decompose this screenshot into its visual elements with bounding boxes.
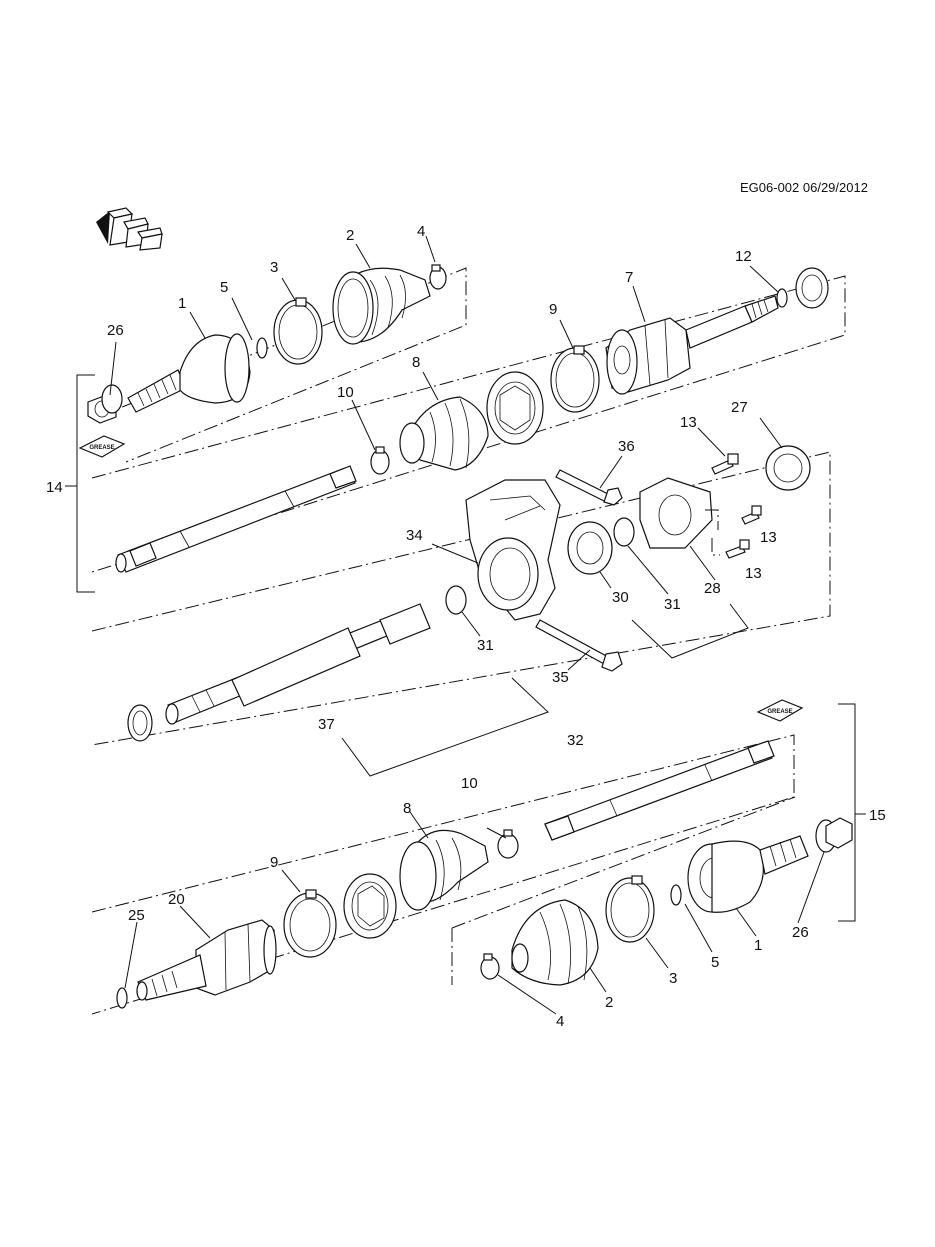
callout-35: 35: [552, 669, 569, 686]
bolt-36: [555, 469, 623, 506]
grease-label-lower: GREASE: [767, 709, 792, 715]
snap-ring-12: [776, 288, 788, 308]
callout-34: 34: [406, 527, 423, 544]
bracket-14: [65, 374, 95, 593]
outer-cv-joint-lower: [687, 835, 809, 913]
callout-8-upper: 8: [412, 354, 420, 371]
callout-2-upper: 2: [346, 227, 354, 244]
callout-15: 15: [869, 807, 886, 824]
boot-2-upper: [332, 267, 431, 345]
grease-icon-upper: GREASE: [78, 435, 126, 458]
tripod-housing-7: [605, 295, 779, 395]
callout-7: 7: [625, 269, 633, 286]
boot-8-upper: [399, 396, 489, 471]
callout-13-top: 13: [680, 414, 697, 431]
callout-28: 28: [704, 580, 721, 597]
callout-31-right: 31: [664, 596, 681, 613]
snap-ring-31-upper: [613, 517, 635, 547]
callout-10-lower: 10: [461, 775, 478, 792]
callout-27: 27: [731, 399, 748, 416]
callout-8-lower: 8: [403, 800, 411, 817]
callout-32: 32: [567, 732, 584, 749]
document-id: EG06-002 06/29/2012: [740, 180, 868, 195]
bearing-cap-28: [639, 477, 713, 549]
callout-26-upper: 26: [107, 322, 124, 339]
callout-10-upper: 10: [337, 384, 354, 401]
snap-ring-5-upper: [256, 337, 268, 359]
clamp-9-lower: [283, 889, 337, 958]
intermediate-shaft-37: [165, 603, 431, 725]
callout-13-low: 13: [745, 565, 762, 582]
clamp-4-lower: [480, 953, 500, 980]
callout-31-left: 31: [477, 637, 494, 654]
callout-4-lower: 4: [556, 1013, 564, 1030]
intermediate-shaft-upper: [115, 465, 357, 573]
seal-lower-left: [127, 704, 153, 742]
callout-labels: 26 1 5 3 2 4 7 12 9 8 10 14 13 27 36 13 …: [46, 223, 886, 1030]
callout-9-upper: 9: [549, 301, 557, 318]
leader-lines: [109, 235, 825, 1015]
callout-20: 20: [168, 891, 185, 908]
front-direction-icon: [96, 207, 163, 251]
tripod-housing-20: [136, 919, 277, 1001]
snap-ring-31-lower: [445, 585, 467, 615]
callout-3-upper: 3: [270, 259, 278, 276]
callout-30: 30: [612, 589, 629, 606]
callout-3-lower: 3: [669, 970, 677, 987]
callout-9-lower: 9: [270, 854, 278, 871]
callout-5-lower: 5: [711, 954, 719, 971]
snap-ring-25: [116, 987, 128, 1009]
seal-upper: [795, 267, 829, 309]
clamp-3-upper: [273, 297, 323, 365]
intermediate-shaft-lower: [544, 740, 775, 841]
clamp-4-upper: [429, 264, 447, 290]
boot-2-lower: [511, 899, 599, 986]
tripod-spider-lower: [343, 873, 397, 939]
callout-37: 37: [318, 716, 335, 733]
bearing-bracket-34: [465, 479, 561, 621]
callout-12: 12: [735, 248, 752, 265]
grease-label-upper: GREASE: [89, 445, 114, 451]
callout-36: 36: [618, 438, 635, 455]
callout-26-lower: 26: [792, 924, 809, 941]
callout-25: 25: [128, 907, 145, 924]
leader-group-lines: [341, 603, 749, 777]
callout-1-upper: 1: [178, 295, 186, 312]
nut-26-lower: [815, 817, 853, 853]
bolts-13: [705, 453, 762, 559]
tripod-spider-upper: [486, 371, 544, 445]
clamp-10-upper: [370, 446, 390, 475]
clamp-3-lower: [605, 875, 655, 943]
callout-1-lower: 1: [754, 937, 762, 954]
bolt-35: [535, 619, 623, 672]
callout-5-upper: 5: [220, 279, 228, 296]
snap-ring-5-lower: [670, 884, 682, 906]
grease-icon-lower: GREASE: [756, 699, 804, 722]
callout-4-upper: 4: [417, 223, 425, 240]
bearing-30: [567, 521, 613, 575]
clamp-10-lower: [497, 829, 519, 859]
bracket-15: [838, 703, 866, 922]
seal-27: [765, 445, 811, 491]
callout-14: 14: [46, 479, 63, 496]
callout-13-mid: 13: [760, 529, 777, 546]
boot-8-lower: [399, 829, 489, 911]
outer-cv-joint-upper: [87, 333, 251, 424]
callout-2-lower: 2: [605, 994, 613, 1011]
clamp-9-upper: [550, 345, 600, 413]
